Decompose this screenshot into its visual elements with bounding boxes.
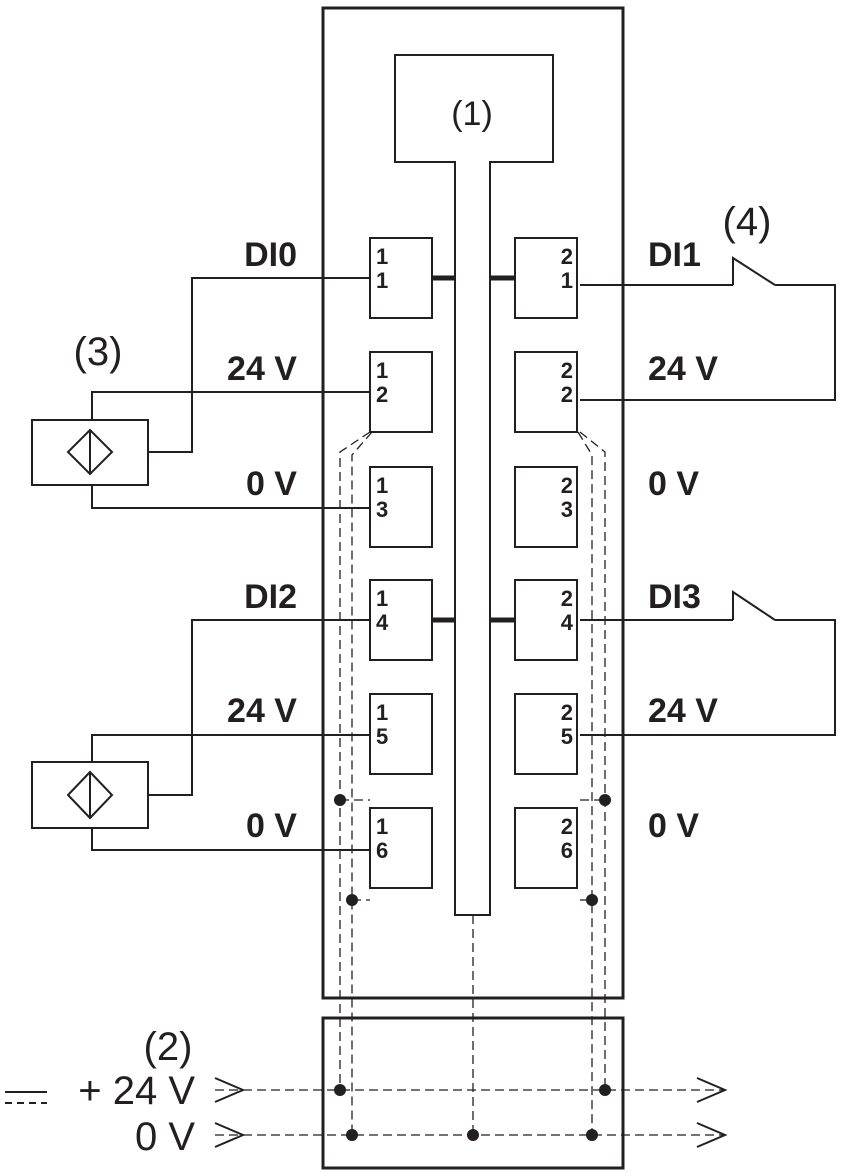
callout-3: (3) <box>74 330 123 374</box>
terminal-number-left-2-b: 2 <box>376 382 388 407</box>
terminal-number-right-4-b: 4 <box>561 610 574 635</box>
terminal-block-right-4 <box>514 579 578 661</box>
terminal-number-left-5-b: 5 <box>376 724 388 749</box>
terminal-number-left-4-a: 1 <box>376 586 388 611</box>
terminal-block-right-6 <box>514 807 578 889</box>
label-di3: DI3 <box>648 578 701 616</box>
terminal-number-left-5-a: 1 <box>376 700 388 725</box>
terminal-block-left-5 <box>369 693 433 775</box>
terminal-number-right-1-b: 1 <box>561 268 573 293</box>
terminal-number-left-1-b: 1 <box>376 268 388 293</box>
terminal-number-right-6-a: 2 <box>561 814 573 839</box>
right-external-wiring <box>580 256 836 736</box>
terminal-number-left-4-b: 4 <box>376 610 389 635</box>
terminal-block-right-5 <box>514 693 578 775</box>
terminal-number-right-5-a: 2 <box>561 700 573 725</box>
terminal-block-right-2 <box>514 351 578 433</box>
terminal-block-right-3 <box>514 466 578 548</box>
terminal-number-right-3-a: 2 <box>561 473 573 498</box>
callout-4: (4) <box>723 200 772 244</box>
terminal-number-left-6-a: 1 <box>376 814 388 839</box>
terminal-number-right-5-b: 5 <box>561 724 573 749</box>
label-di2: DI2 <box>244 578 297 616</box>
label-0v-right-1: 0 V <box>648 465 699 503</box>
supply-arrows <box>214 1077 728 1148</box>
callout-1: (1) <box>451 95 493 133</box>
terminal-number-right-4-a: 2 <box>561 586 573 611</box>
internal-electronics <box>394 54 554 916</box>
terminal-number-right-6-b: 6 <box>561 838 573 863</box>
label-zero-v: 0 V <box>135 1115 195 1159</box>
terminal-number-right-2-b: 2 <box>561 382 573 407</box>
label-24v-right-1: 24 V <box>648 350 718 388</box>
label-24v-left-1: 24 V <box>227 350 297 388</box>
power-module <box>321 1016 625 1170</box>
junction-dots <box>334 794 611 1141</box>
terminal-number-left-3-b: 3 <box>376 497 388 522</box>
terminal-block-left-4 <box>369 579 433 661</box>
proximity-sensor-2 <box>31 761 149 829</box>
terminal-number-right-3-b: 3 <box>561 497 573 522</box>
proximity-sensor-1 <box>31 419 149 486</box>
label-di1: DI1 <box>648 236 701 274</box>
terminal-block-left-1 <box>369 237 433 319</box>
label-24v-right-2: 24 V <box>648 692 718 730</box>
left-external-wiring <box>91 277 370 851</box>
module-housing <box>321 6 625 1000</box>
dc-symbol <box>5 1091 47 1104</box>
terminal-number-right-2-a: 2 <box>561 358 573 383</box>
terminal-block-left-2 <box>369 351 433 433</box>
terminal-number-left-3-a: 1 <box>376 473 388 498</box>
callout-2: (2) <box>144 1025 193 1069</box>
terminal-number-left-6-b: 6 <box>376 838 388 863</box>
terminal-number-left-2-a: 1 <box>376 358 388 383</box>
terminal-number-left-1-a: 1 <box>376 244 388 269</box>
label-plus-24v: + 24 V <box>78 1069 195 1113</box>
label-0v-left-2: 0 V <box>246 807 297 845</box>
terminal-number-right-1-a: 2 <box>561 244 573 269</box>
label-24v-left-2: 24 V <box>227 692 297 730</box>
terminal-block-right-1 <box>514 237 578 319</box>
label-0v-left-1: 0 V <box>246 465 297 503</box>
label-di0: DI0 <box>244 236 297 274</box>
label-0v-right-2: 0 V <box>648 807 699 845</box>
terminal-block-left-6 <box>369 807 433 889</box>
